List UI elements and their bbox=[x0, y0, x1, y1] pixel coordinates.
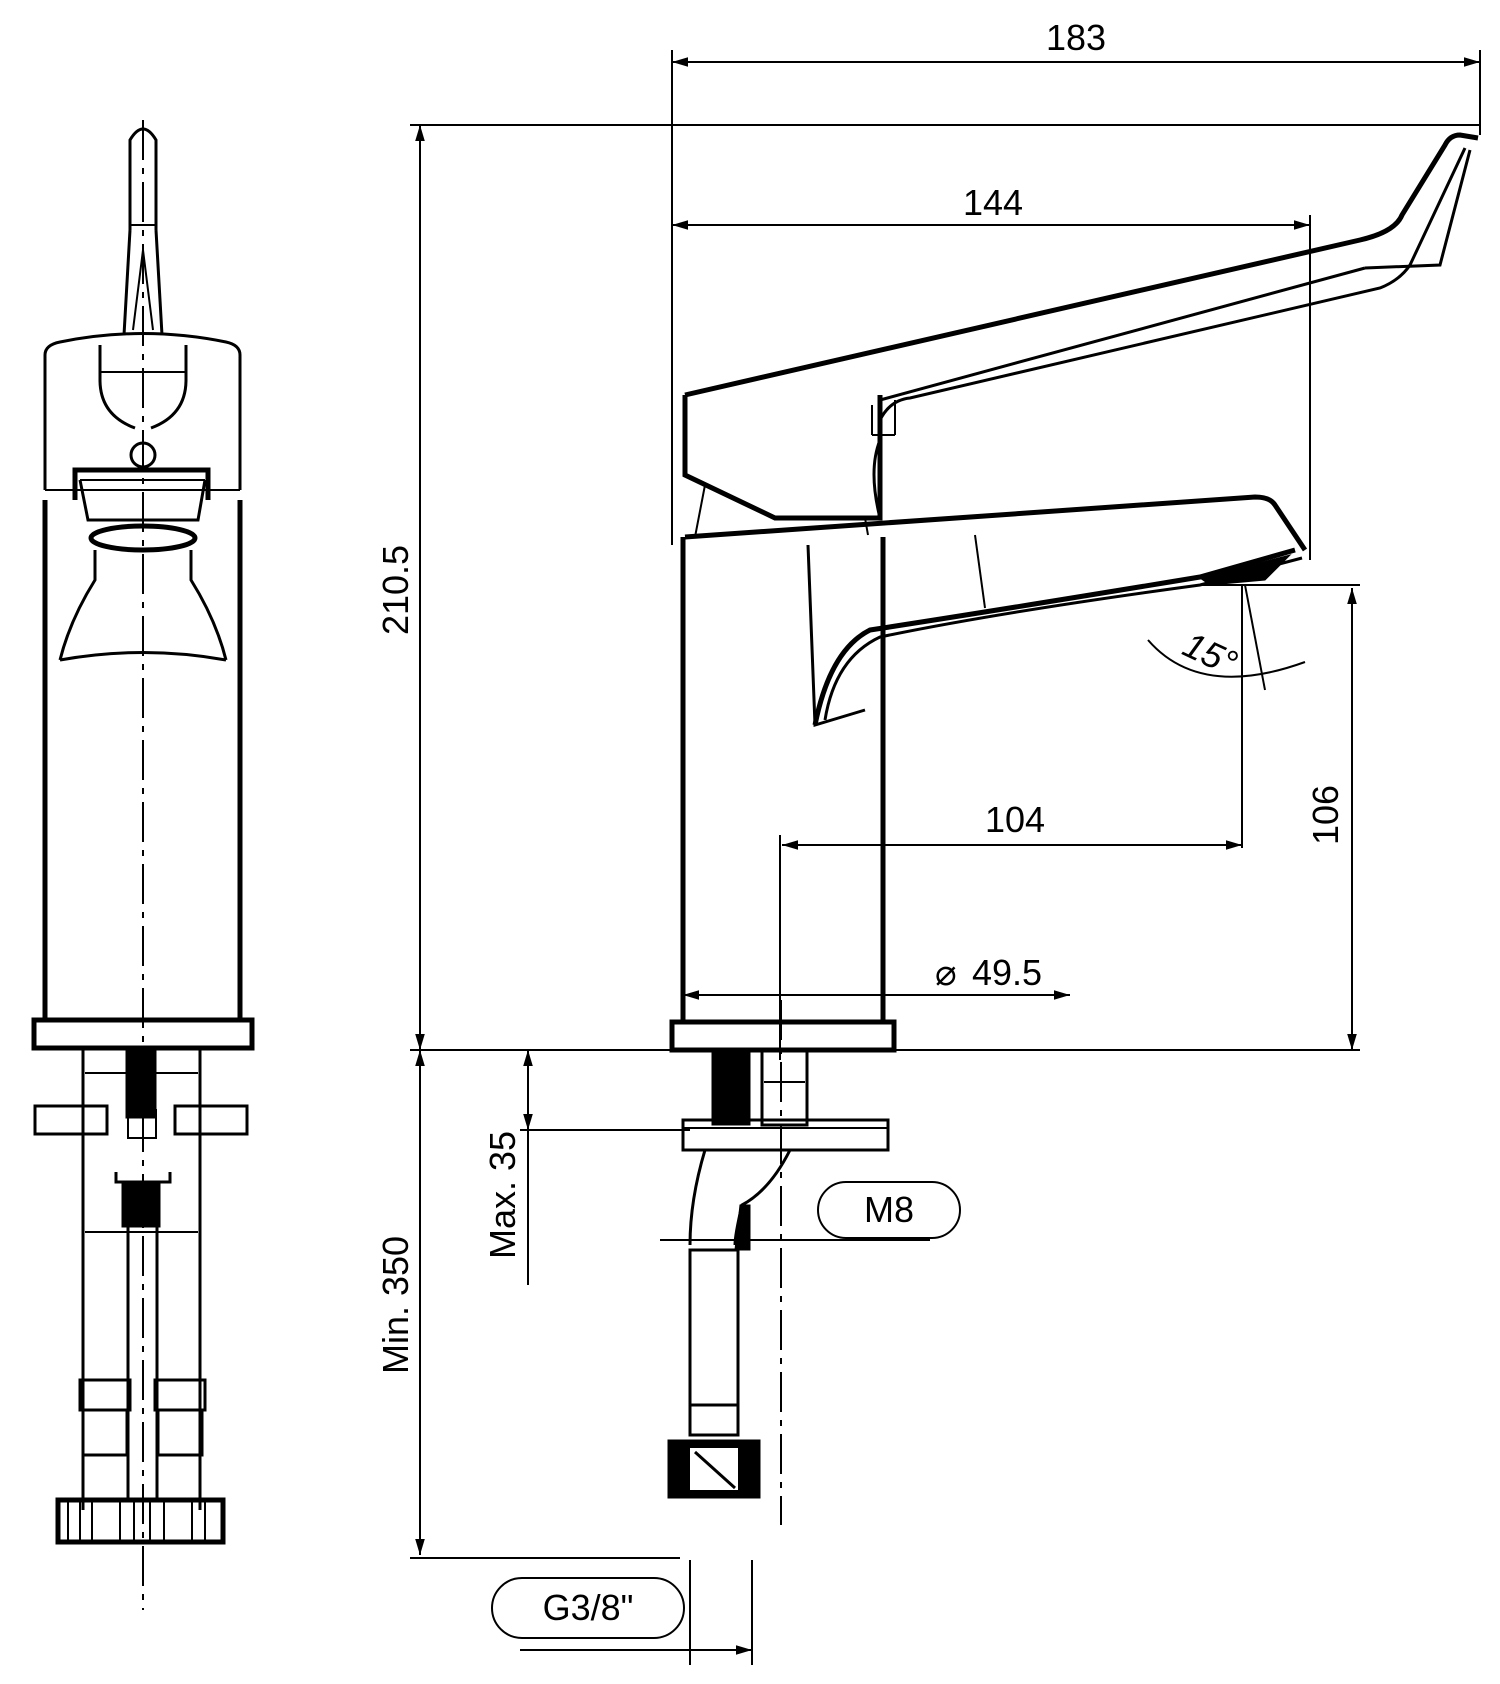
callout-connection-label: G3/8" bbox=[543, 1587, 634, 1628]
side-body bbox=[669, 537, 897, 1053]
dim-overall-length: 183 bbox=[1046, 17, 1106, 58]
side-spout bbox=[684, 484, 1308, 727]
front-spout-outlet bbox=[58, 467, 228, 661]
callout-connection: G3/8" bbox=[491, 1577, 685, 1639]
callout-thread-frame bbox=[817, 1181, 961, 1239]
side-base-ring bbox=[669, 1019, 897, 1053]
side-mounting-plate bbox=[681, 1118, 890, 1152]
side-fittings bbox=[667, 1048, 890, 1499]
side-lever bbox=[682, 132, 1479, 521]
dim-lever-reach: 144 bbox=[963, 182, 1023, 223]
front-handle-screw bbox=[129, 441, 157, 469]
dim-max-deck-thickness: Max. 35 bbox=[482, 1131, 523, 1259]
dim-overall-height: 210.5 bbox=[375, 545, 416, 635]
side-threaded-stud bbox=[711, 1049, 751, 1126]
side-view bbox=[667, 132, 1479, 1525]
dim-spout-angle: 15° bbox=[1177, 624, 1244, 684]
dimension-lines bbox=[410, 50, 1481, 1665]
dim-spout-height: 106 bbox=[1305, 785, 1346, 845]
callout-thread-label: M8 bbox=[864, 1189, 914, 1230]
front-view bbox=[31, 120, 255, 1610]
side-aerator bbox=[1198, 554, 1292, 586]
dim-body-diameter: 49.5 bbox=[972, 952, 1042, 993]
dim-min-hose-length: Min. 350 bbox=[375, 1236, 416, 1374]
dim-body-diameter-symbol: ⌀ bbox=[935, 952, 957, 993]
front-fittings bbox=[33, 1047, 249, 1545]
front-hose-nut bbox=[55, 1497, 226, 1545]
callout-thread: M8 bbox=[817, 1181, 961, 1239]
front-lever bbox=[122, 127, 164, 336]
front-threaded-stud bbox=[125, 1047, 157, 1119]
dimension-labels: 183 144 104 210.5 106 15° ⌀ 49.5 Max. 35… bbox=[375, 17, 1346, 1374]
dim-spout-reach: 104 bbox=[985, 799, 1045, 840]
callout-connection-frame bbox=[491, 1577, 685, 1639]
